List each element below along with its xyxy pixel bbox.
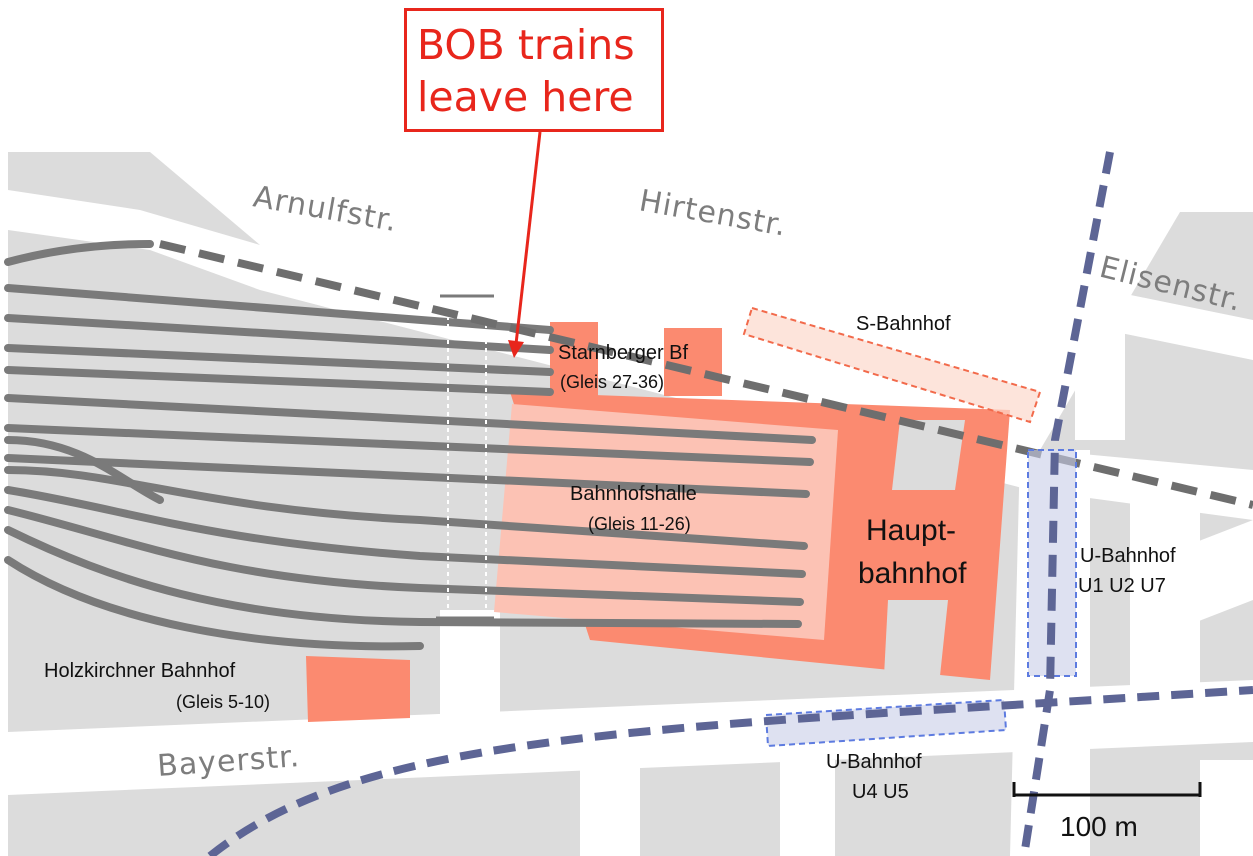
street-south-c	[780, 760, 835, 856]
scale-bar	[1012, 782, 1202, 797]
track	[4, 344, 554, 376]
track	[4, 240, 154, 266]
street-south-b	[580, 760, 640, 856]
ubahn-north-label: U-Bahnhof	[1080, 545, 1176, 567]
ubahn-line-u1-u2-u7	[1020, 151, 1114, 856]
hauptbahnhof-label-2: bahnhof	[858, 557, 967, 590]
callout-box: BOB trains leave here	[404, 8, 664, 132]
starnberger-tracks-label: (Gleis 27-36)	[560, 372, 664, 392]
callout-line-1: BOB trains	[417, 21, 635, 69]
street-south-a	[440, 610, 500, 740]
s-bahnhof-label: S-Bahnhof	[856, 313, 951, 335]
track	[4, 454, 810, 498]
track	[4, 556, 424, 651]
holzkirchner-tracks-label: (Gleis 5-10)	[176, 692, 270, 712]
track	[4, 424, 814, 466]
track	[4, 284, 554, 334]
street-vertical-c	[960, 152, 1040, 420]
track	[4, 394, 816, 444]
street-southeast	[1200, 760, 1253, 856]
ubahn-line-u4-u5	[207, 686, 1253, 856]
ubahn-lines	[207, 151, 1253, 856]
buildings	[306, 322, 1010, 722]
track	[4, 486, 806, 578]
s-bahnhof-outline	[742, 306, 1042, 424]
callout-arrow-line	[514, 131, 542, 345]
scale-bar-label: 100 m	[1060, 811, 1138, 842]
street-east-block	[1130, 470, 1200, 690]
ubahn-south-lines-label: U4 U5	[852, 781, 909, 803]
street-hirtenstr	[270, 170, 1253, 360]
holzkirchner-label: Holzkirchner Bahnhof	[44, 660, 236, 682]
street-vertical-b	[820, 152, 870, 240]
building-hauptbahnhof-gap-top	[892, 420, 965, 490]
track	[4, 366, 554, 396]
ubahn-north-lines-label: U1 U2 U7	[1078, 575, 1166, 597]
platform-guides	[447, 300, 487, 610]
building-hauptbahnhof-gap-bottom	[884, 600, 948, 676]
ubahn-south-label: U-Bahnhof	[826, 751, 922, 773]
building-holzkirchner	[306, 656, 410, 722]
track	[4, 436, 164, 504]
hauptbahnhof-label-1: Haupt-	[866, 514, 956, 547]
starnberger-label: Starnberger Bf	[558, 342, 689, 364]
building-starnberger-2	[664, 328, 722, 396]
track	[4, 466, 808, 550]
callout-line-2: leave here	[417, 73, 634, 121]
track	[4, 506, 804, 606]
bahnhofshalle-tracks-label: (Gleis 11-26)	[588, 514, 691, 534]
callout-arrow-head	[508, 340, 524, 358]
bahnhofshalle-label: Bahnhofshalle	[570, 483, 697, 505]
tracks	[4, 240, 816, 651]
track	[4, 314, 554, 354]
track	[4, 526, 802, 628]
street-vertical-d	[1075, 152, 1125, 440]
